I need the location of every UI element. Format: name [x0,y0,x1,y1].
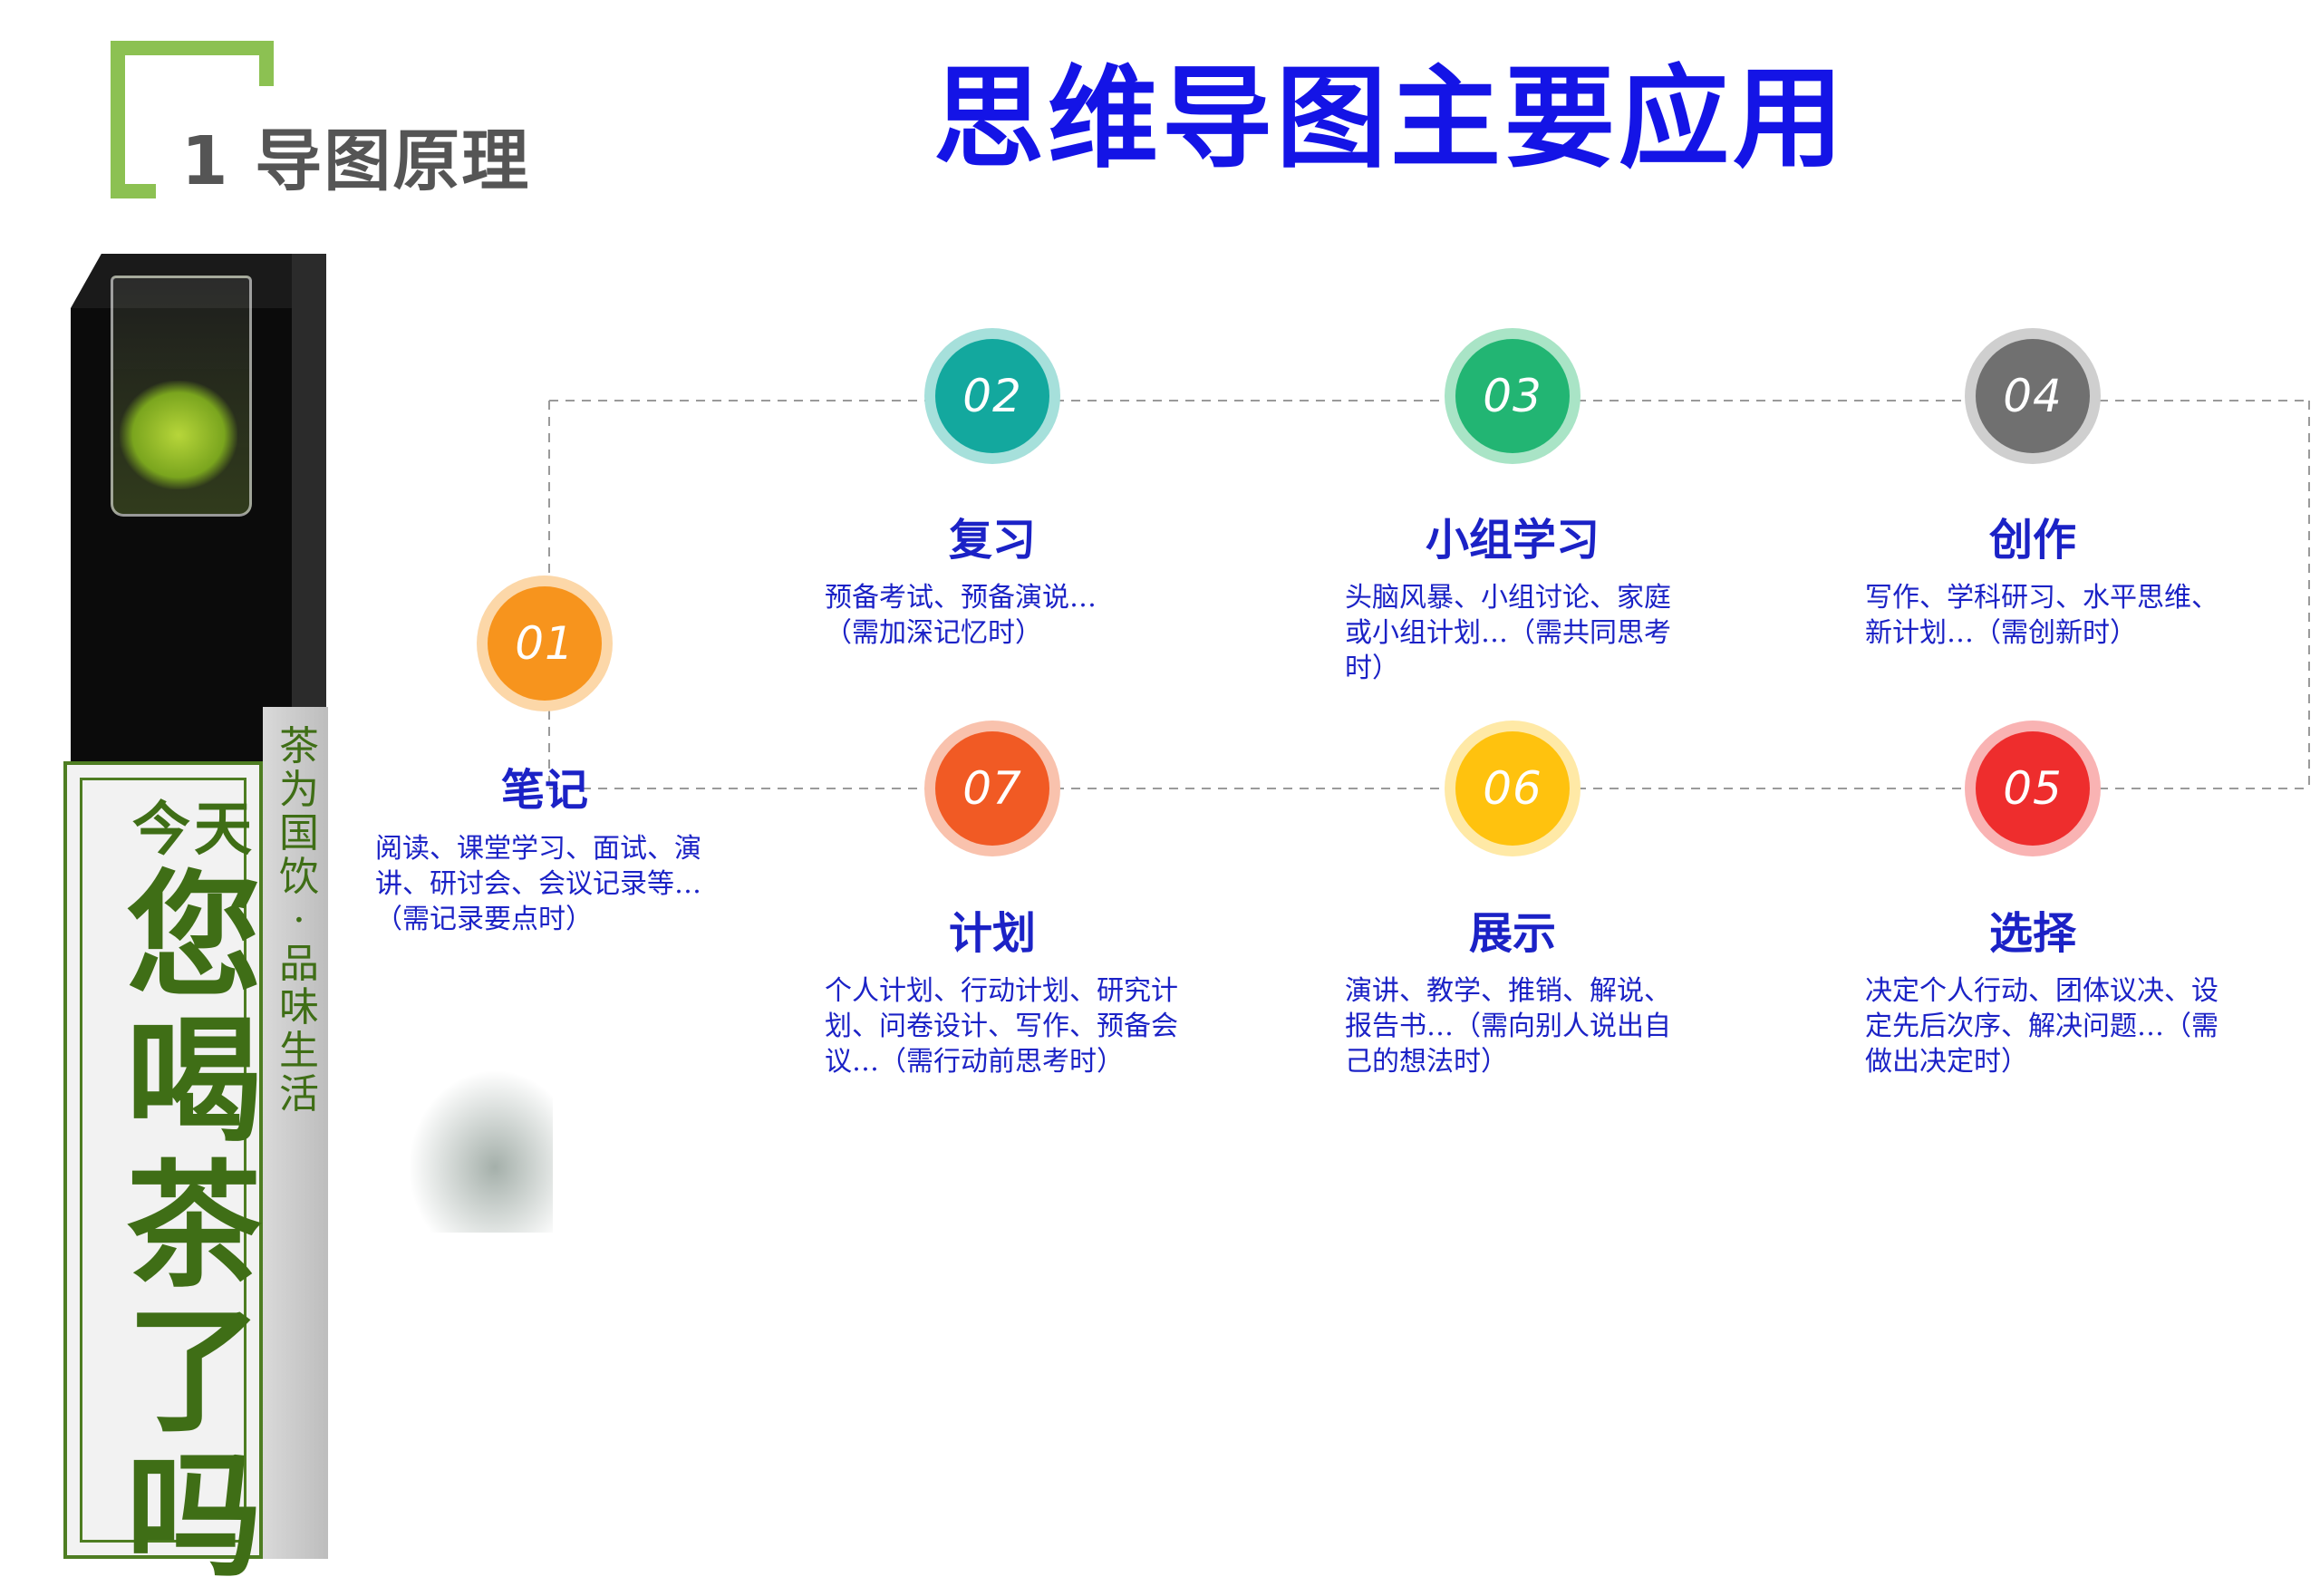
node-02: 02 [924,328,1060,464]
section-text: 导图原理 [255,122,531,200]
poster-cube-side [292,254,326,761]
node-05: 05 [1965,721,2101,856]
section-number: 1 [181,122,230,200]
item-desc-06: 演讲、教学、推销、解说、报告书…（需向别人说出自己的想法时） [1345,975,1671,1078]
item-title-03: 小组学习 [1425,515,1600,566]
poster-char: 喝 [125,1001,262,1161]
node-05-number: 05 [1976,731,2090,846]
item-title-06: 展示 [1468,908,1556,959]
node-07-number: 07 [935,731,1049,846]
node-02-number: 02 [935,339,1049,453]
connector-lines [548,400,2310,789]
poster-side-text: 茶为国饮·品味生活 [279,723,319,1117]
item-title-07: 计划 [948,908,1036,959]
node-04-number: 04 [1976,339,2090,453]
node-06: 06 [1445,721,1580,856]
item-title-05: 选择 [1988,908,2076,959]
item-desc-01: 阅读、课堂学习、面试、演讲、研讨会、会议记录等… （需记录要点时） [375,833,701,935]
item-desc-05: 决定个人行动、团体议决、设定先后次序、解决问题…（需做出决定时） [1865,975,2218,1078]
poster-char: 茶 [125,1146,262,1306]
section-bracket [111,41,274,198]
mountain-mist-image [408,1069,553,1233]
item-desc-07: 个人计划、行动计划、研究计划、问卷设计、写作、预备会议…（需行动前思考时） [825,975,1178,1078]
node-01-number: 01 [488,586,602,701]
item-desc-03: 头脑风暴、小组讨论、家庭或小组计划…（需共同思考时） [1345,582,1671,684]
node-03: 03 [1445,328,1580,464]
section-label: 1 导图原理 [181,107,530,204]
poster-line-1: 今天 [132,796,256,864]
node-03-number: 03 [1455,339,1570,453]
poster-char: 了 [125,1291,262,1451]
poster-char: 您 [125,856,262,1016]
node-06-number: 06 [1455,731,1570,846]
item-title-02: 复习 [948,515,1036,566]
main-title: 思维导图主要应用 [933,54,1847,183]
item-title-01: 笔记 [500,765,588,816]
node-01: 01 [477,576,613,711]
node-04: 04 [1965,328,2101,464]
poster-char: 吗 [125,1436,262,1596]
node-07: 07 [924,721,1060,856]
item-desc-04: 写作、学科研习、水平思维、新计划…（需创新时） [1865,582,2218,649]
item-desc-02: 预备考试、预备演说…（需加深记忆时） [825,582,1097,649]
tea-leaves-image [120,381,237,489]
item-title-04: 创作 [1988,515,2076,566]
